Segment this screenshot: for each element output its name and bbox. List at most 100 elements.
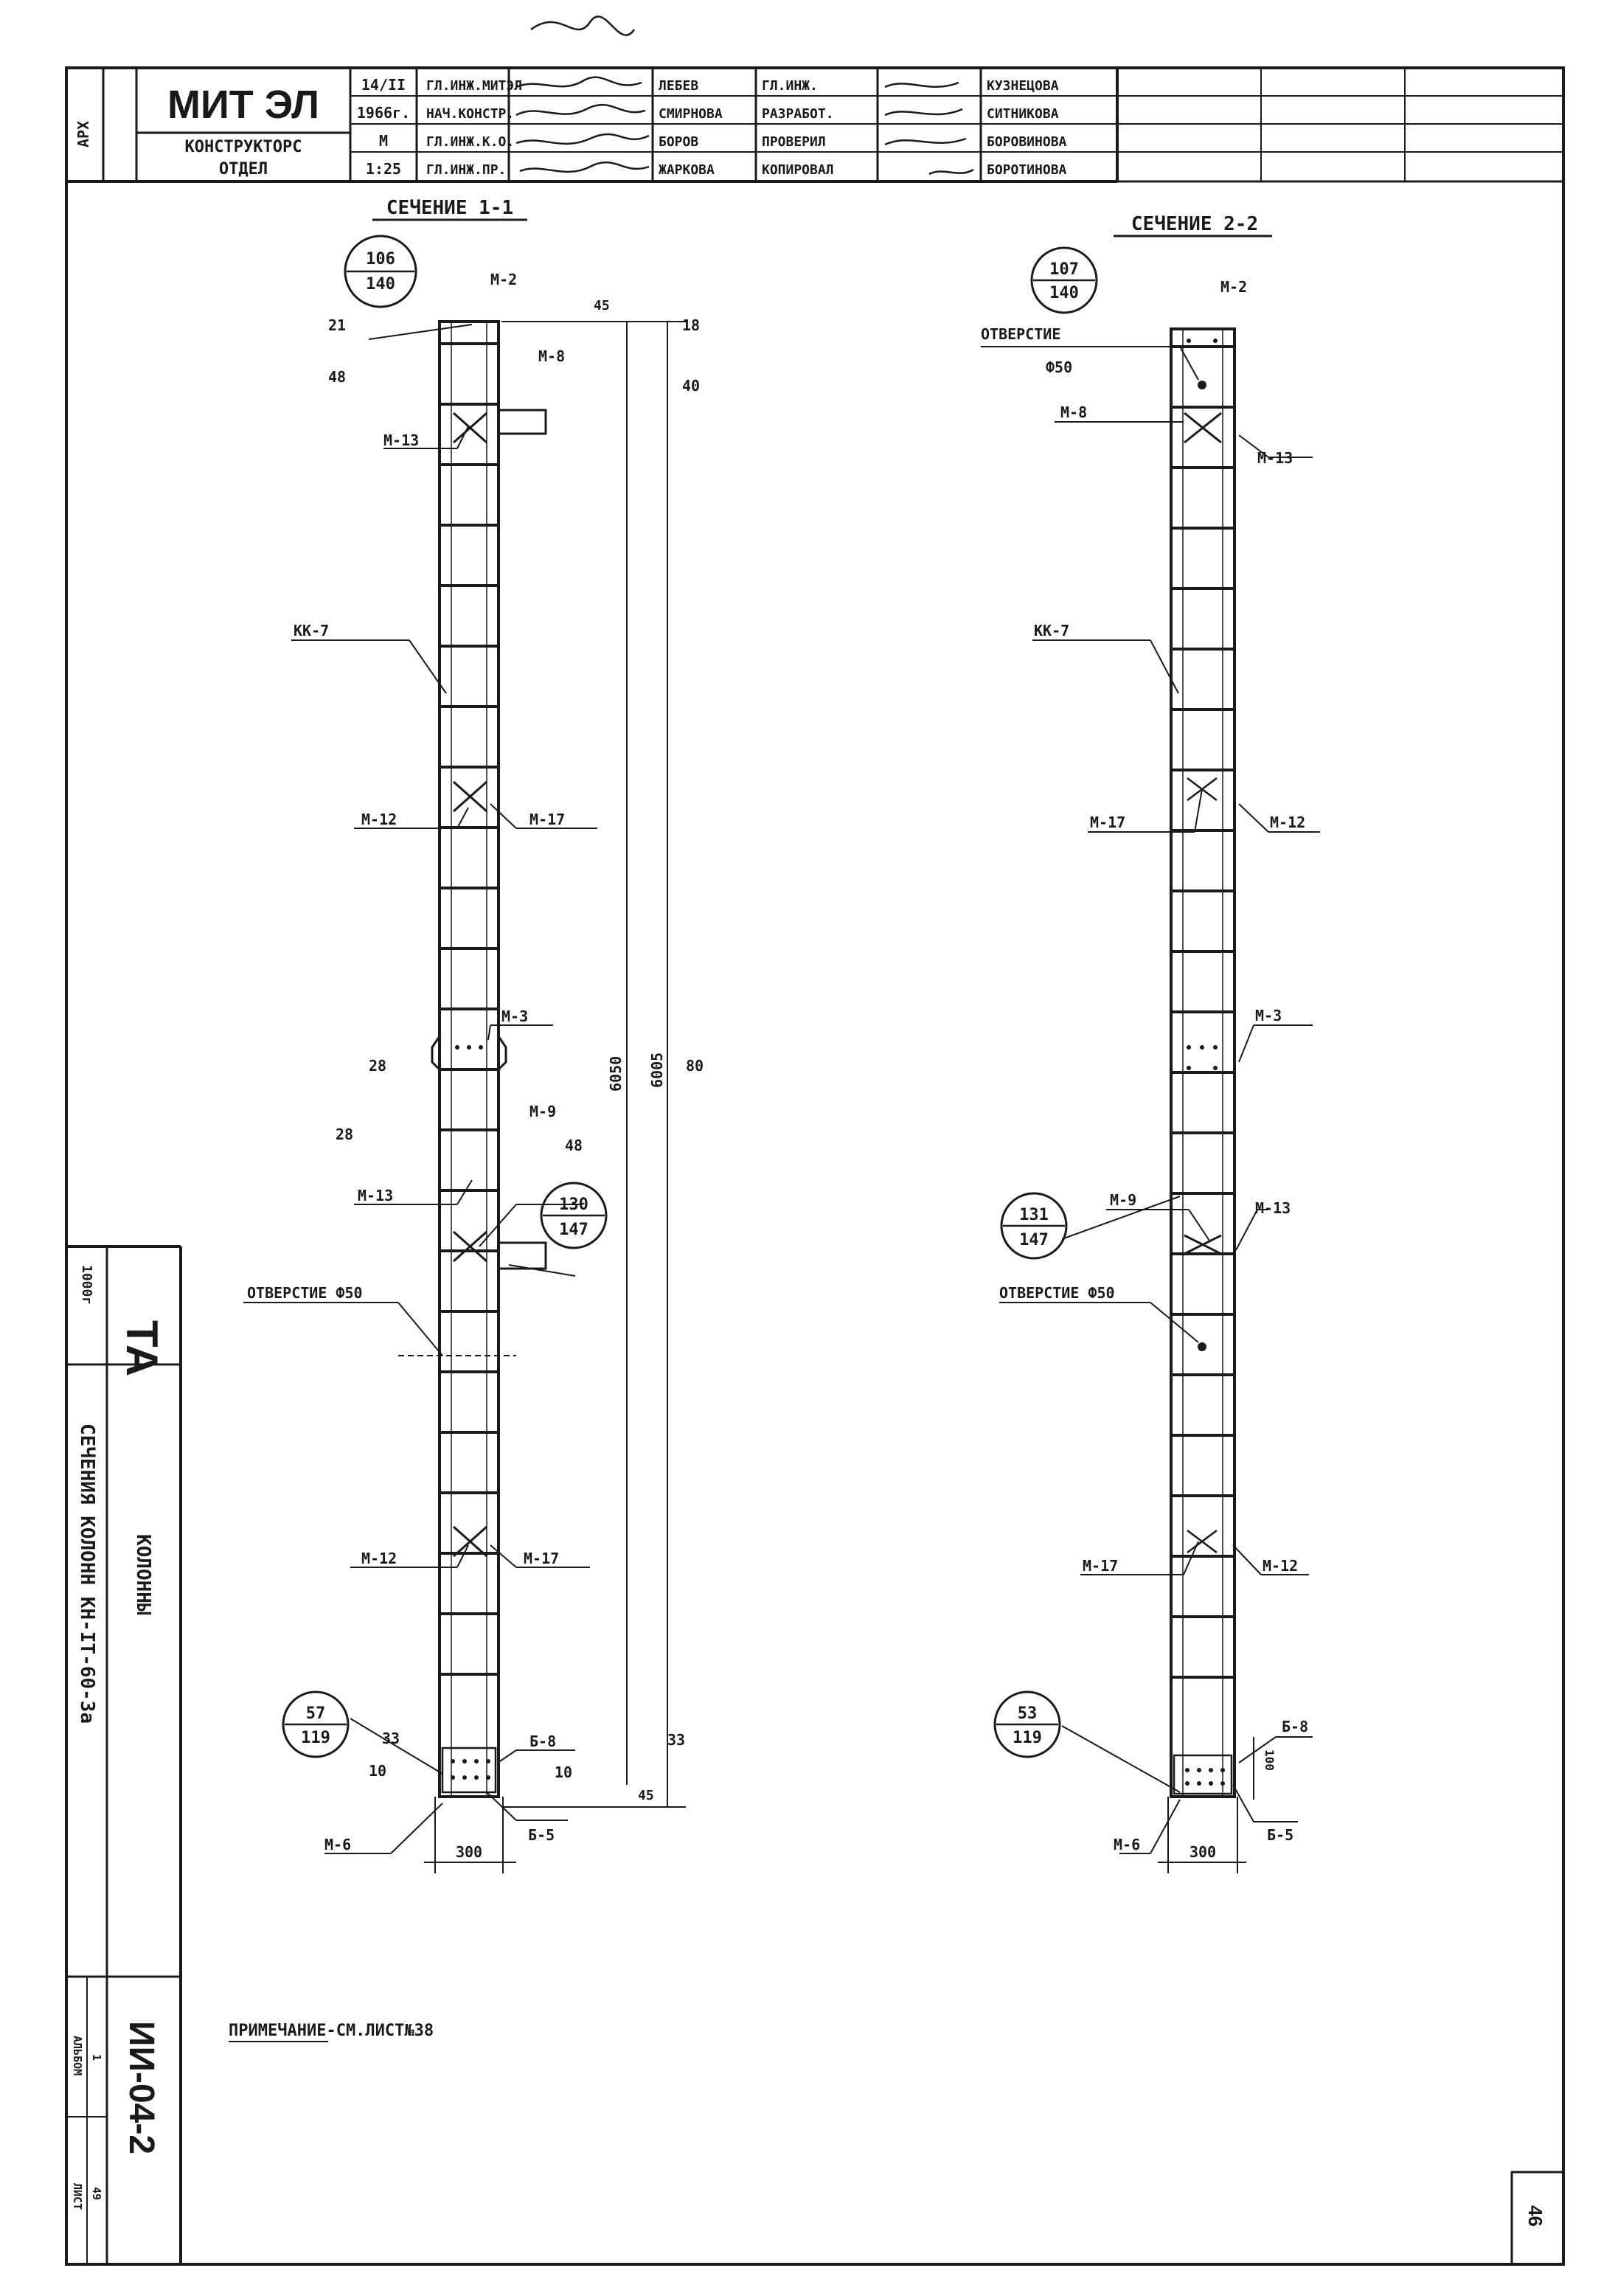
callout-mid-2-num: 131 bbox=[1019, 1206, 1049, 1224]
s2-label-m8: М-8 bbox=[1060, 403, 1087, 421]
s1-dim-bot: 45 bbox=[638, 1788, 654, 1803]
s1-dim-d7: 28 bbox=[336, 1126, 353, 1143]
s1-dim-d9: 33 bbox=[382, 1730, 400, 1747]
ta-logo: ТА bbox=[117, 1320, 167, 1376]
s2-label-m2: М-2 bbox=[1220, 278, 1247, 296]
drawing-number: ИИ-04-2 bbox=[122, 2021, 161, 2154]
s1-label-m12a: М-12 bbox=[361, 811, 397, 828]
side-description: СЕЧЕНИЯ КОЛОНН КН-IТ-60-3а bbox=[76, 1423, 98, 1724]
callout-bot-1-den: 119 bbox=[301, 1729, 330, 1747]
org-sub1: КОНСТРУКТОРС bbox=[185, 138, 302, 156]
s2-label-m6: М-6 bbox=[1114, 1836, 1140, 1853]
stirrups-section1 bbox=[440, 342, 499, 1676]
s1-dim-d12: 33 bbox=[667, 1731, 685, 1749]
s1-label-m8: М-8 bbox=[538, 347, 565, 365]
x-mark-3 bbox=[453, 1525, 487, 1558]
s2-label-m12a: М-12 bbox=[1270, 814, 1305, 831]
sheet-frame bbox=[65, 66, 1565, 2266]
s1-dim-d3: 18 bbox=[682, 316, 700, 334]
section1-title: СЕЧЕНИЕ 1-1 bbox=[386, 197, 513, 219]
s1-label-m13: М-13 bbox=[383, 431, 419, 449]
page-number-box: 46 bbox=[1510, 2171, 1565, 2266]
column2-body bbox=[1170, 327, 1236, 1798]
s2-label-hole-top: ОТВЕРСТИЕ bbox=[981, 325, 1060, 343]
s1-label-m17b: М-17 bbox=[524, 1550, 559, 1567]
role-1: НАЧ.КОНСТР. bbox=[426, 106, 514, 122]
stirrups-section2 bbox=[1171, 345, 1234, 1679]
s1-dim-d10: 10 bbox=[369, 1762, 386, 1780]
s1-dim-d6: 80 bbox=[686, 1057, 704, 1075]
s1-label-b8: Б-8 bbox=[529, 1733, 556, 1750]
console-top bbox=[499, 409, 547, 435]
callout-bot-2-num: 53 bbox=[1018, 1704, 1038, 1723]
name-3: ЖАРКОВА bbox=[659, 162, 715, 178]
s2-label-m9: М-9 bbox=[1110, 1191, 1136, 1209]
role2-2: ПРОВЕРИЛ bbox=[762, 134, 826, 150]
s1-label-m12b: М-12 bbox=[361, 1550, 397, 1567]
side-block: ТА 1000г КОЛОННЫ СЕЧЕНИЯ КОЛОНН КН-IТ-60… bbox=[66, 1245, 182, 2264]
role-2: ГЛ.ИНЖ.К.О. bbox=[426, 134, 514, 150]
left-strip-text: АРХ bbox=[74, 121, 92, 148]
x-mark-1 bbox=[453, 780, 487, 813]
s1-dim-width: 300 bbox=[456, 1843, 482, 1861]
side-subject: КОЛОННЫ bbox=[132, 1534, 154, 1615]
console-mid bbox=[499, 1241, 547, 1270]
scale-value: 1:25 bbox=[366, 160, 401, 178]
name2-0: КУЗНЕЦОВА bbox=[987, 78, 1059, 94]
s2-label-hole-top-d: Ф50 bbox=[1046, 358, 1072, 376]
s2-label-m12b: М-12 bbox=[1263, 1557, 1298, 1575]
s2-label-m13: М-13 bbox=[1257, 449, 1293, 467]
s1-dim-d2: 48 bbox=[328, 368, 346, 386]
name-1: СМИРНОВА bbox=[659, 106, 723, 122]
s1-label-m13b: М-13 bbox=[358, 1187, 393, 1204]
callout-top-2-den: 140 bbox=[1049, 284, 1079, 302]
s2-label-b8: Б-8 bbox=[1282, 1718, 1308, 1735]
org-sub2: ОТДЕЛ bbox=[219, 160, 268, 178]
callout-bot-1: 57 119 bbox=[282, 1690, 350, 1758]
s1-label-b5: Б-5 bbox=[528, 1826, 555, 1844]
s1-dim-top: 45 bbox=[594, 298, 610, 313]
s1-label-m3: М-3 bbox=[501, 1007, 528, 1025]
drawing-note: ПРИМЕЧАНИЕ-СМ.ЛИСТ№38 bbox=[229, 2022, 434, 2040]
callout-bot-2-den: 119 bbox=[1013, 1729, 1042, 1747]
s2-label-m3: М-3 bbox=[1255, 1007, 1282, 1024]
s1-dim-d4: 40 bbox=[682, 377, 700, 395]
s2-label-m17a: М-17 bbox=[1090, 814, 1125, 831]
s2-dim-side: 100 bbox=[1263, 1749, 1277, 1771]
signature-scribbles bbox=[515, 15, 974, 176]
name2-3: БОРОТИНОВА bbox=[987, 162, 1067, 178]
callout-top-1-den: 140 bbox=[366, 275, 395, 294]
callout-mid-2: 131 147 bbox=[1000, 1192, 1068, 1260]
s2-label-kk7: КК-7 bbox=[1034, 622, 1069, 639]
role2-1: РАЗРАБОТ. bbox=[762, 106, 834, 122]
callout-bot-2: 53 119 bbox=[993, 1690, 1061, 1758]
s1-label-m2: М-2 bbox=[490, 271, 517, 288]
s1-dim-h2: 6005 bbox=[648, 1052, 666, 1088]
s1-dim-d1: 21 bbox=[328, 316, 346, 334]
role-0: ГЛ.ИНЖ.МИТЭЛ bbox=[426, 78, 522, 94]
s1-dim-d11: 10 bbox=[555, 1763, 572, 1781]
s1-dim-d5: 28 bbox=[369, 1057, 386, 1075]
s1-label-m6: М-6 bbox=[324, 1836, 351, 1853]
x-mark-2 bbox=[453, 1230, 487, 1263]
album-value: 1 bbox=[90, 2054, 103, 2061]
s1-label-kk7: КК-7 bbox=[294, 622, 329, 639]
page-number: 46 bbox=[1524, 2205, 1546, 2227]
section-2-2: СЕЧЕНИЕ 2-2 bbox=[981, 213, 1320, 1873]
s1-label-m17a: М-17 bbox=[529, 811, 565, 828]
s1-dim-h1: 6050 bbox=[607, 1056, 625, 1092]
callout-top-2-num: 107 bbox=[1049, 260, 1079, 279]
s2-label-m17b: М-17 bbox=[1083, 1557, 1118, 1575]
album-label: АЛЬБОМ bbox=[71, 2036, 84, 2075]
sheet-value: 49 bbox=[90, 2187, 103, 2200]
date-1: 14/II bbox=[361, 76, 406, 94]
role2-3: КОПИРОВАЛ bbox=[762, 162, 834, 178]
title-block: АРХ МИТ ЭЛ КОНСТРУКТОРС ОТДЕЛ 14/II 1966… bbox=[66, 15, 1563, 183]
callout-top-1: 106 140 bbox=[344, 235, 417, 308]
s1-label-m9: М-9 bbox=[529, 1103, 556, 1120]
role-3: ГЛ.ИНЖ.ПР. bbox=[426, 162, 506, 178]
callout-mid-2-den: 147 bbox=[1019, 1231, 1049, 1249]
s2-dim-width: 300 bbox=[1190, 1843, 1216, 1861]
callout-top-2: 107 140 bbox=[1030, 246, 1098, 314]
